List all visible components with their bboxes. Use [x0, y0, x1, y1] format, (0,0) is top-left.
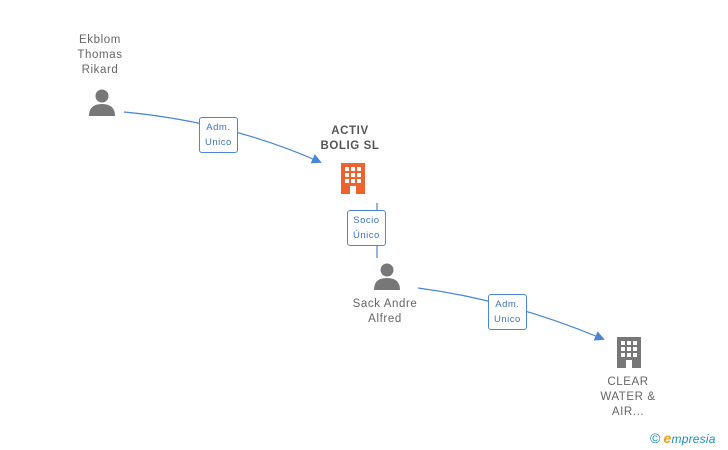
edge-label-line: Adm.: [206, 122, 231, 133]
person-name-sack[interactable]: Sack Andre Alfred: [340, 297, 430, 327]
brand-name: mpresia: [671, 432, 716, 446]
copyright-symbol: ©: [650, 430, 661, 446]
name-line: Alfred: [368, 313, 402, 325]
name-line: WATER &: [600, 391, 656, 403]
building-icon[interactable]: [612, 335, 646, 369]
name-line: ACTIV: [331, 125, 369, 137]
edge-label-line: Socio: [353, 215, 380, 226]
edge-label-line: Único: [353, 230, 380, 241]
edge-label-line: Unico: [205, 137, 232, 148]
name-line: CLEAR: [607, 376, 649, 388]
person-icon[interactable]: [372, 261, 402, 291]
name-line: Sack Andre: [352, 298, 418, 310]
edge-label-line: Unico: [494, 314, 521, 325]
name-line: AIR...: [611, 406, 645, 418]
person-icon[interactable]: [87, 87, 117, 117]
company-name-clear[interactable]: CLEAR WATER & AIR...: [583, 375, 673, 420]
brand-initial: e: [663, 430, 672, 446]
person-name-ekblom[interactable]: Ekblom Thomas Rikard: [55, 33, 145, 78]
name-line: Rikard: [81, 64, 119, 76]
name-line: Ekblom: [79, 34, 121, 46]
building-icon[interactable]: [336, 161, 370, 195]
edge-label-adm-unico[interactable]: Adm. Unico: [199, 117, 238, 153]
edge-label-line: Adm.: [495, 299, 520, 310]
name-line: BOLIG SL: [320, 140, 380, 152]
company-name-activ[interactable]: ACTIV BOLIG SL: [305, 124, 395, 154]
name-line: Thomas: [77, 49, 123, 61]
edge-label-adm-unico[interactable]: Adm. Unico: [488, 294, 527, 330]
edge-label-socio-unico[interactable]: Socio Único: [347, 210, 386, 246]
empresia-watermark: ©empresia: [650, 430, 716, 446]
